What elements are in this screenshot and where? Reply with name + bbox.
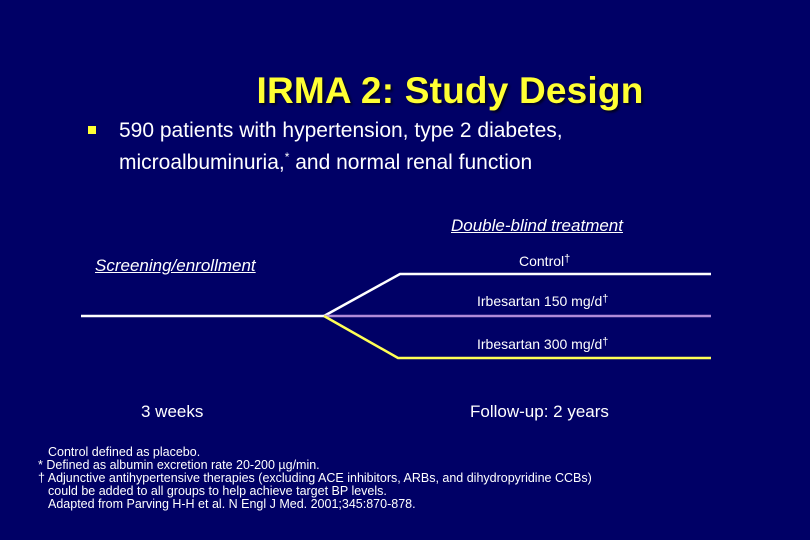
footnote-reference: Adapted from Parving H-H et al. N Engl J… bbox=[48, 497, 416, 511]
screening-duration: 3 weeks bbox=[141, 402, 204, 421]
irbesartan-300-arm-line bbox=[323, 314, 711, 360]
screening-phase-header: Screening/enrollment bbox=[95, 256, 256, 275]
footnotes: Control defined as placebo. * Defined as… bbox=[38, 446, 592, 511]
treatment-phase-header: Double-blind treatment bbox=[451, 216, 623, 235]
bullet-line-1: 590 patients with hypertension, type 2 d… bbox=[119, 119, 563, 142]
control-arm-line bbox=[323, 272, 711, 318]
irbesartan-300-arm-label: Irbesartan 300 mg/d† bbox=[477, 336, 609, 352]
asterisk-marker: * bbox=[284, 150, 290, 164]
bullet-line-2: microalbuminuria,* and normal renal func… bbox=[119, 150, 533, 174]
slide-title: IRMA 2: Study Design bbox=[256, 70, 644, 111]
footnote-dagger: † Adjunctive antihypertensive therapies … bbox=[38, 471, 592, 485]
irbesartan-150-arm-label: Irbesartan 150 mg/d† bbox=[477, 293, 609, 309]
treatment-duration: Follow-up: 2 years bbox=[470, 402, 609, 421]
footnote-control: Control defined as placebo. bbox=[48, 445, 201, 459]
square-bullet-icon bbox=[88, 126, 96, 134]
footnote-dagger-cont: could be added to all groups to help ach… bbox=[48, 484, 387, 498]
footnote-asterisk: * Defined as albumin excretion rate 20-2… bbox=[38, 458, 320, 472]
control-arm-label: Control† bbox=[519, 253, 571, 269]
